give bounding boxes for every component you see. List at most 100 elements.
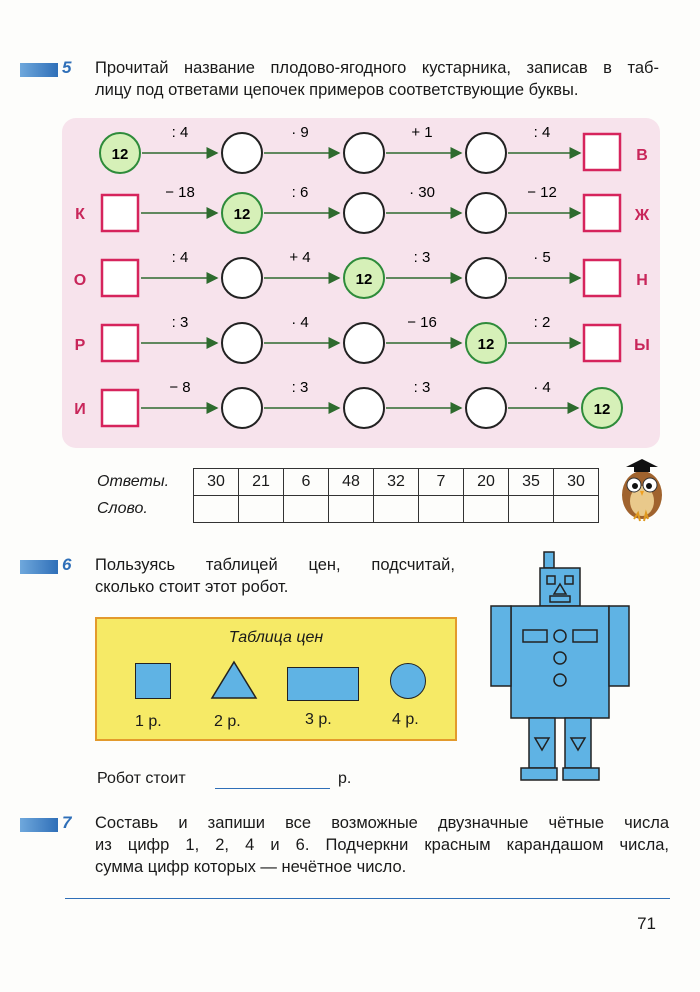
operation-label: − 16: [407, 314, 437, 331]
word-cell[interactable]: [328, 495, 374, 523]
price-label: 1 р.: [135, 713, 162, 730]
table-row: Ответы. 30 21 6 48 32 7 20 35 30: [95, 468, 599, 496]
word-label: Слово.: [97, 500, 148, 517]
answer-circle: [221, 132, 263, 174]
start-circle: [343, 257, 385, 299]
answer-circle: [221, 322, 263, 364]
operation-label: : 4: [534, 124, 551, 141]
page-number: 71: [637, 914, 656, 933]
task-text-line: сколько стоит этот робот.: [95, 578, 289, 596]
answer-circle: [221, 257, 263, 299]
task-number: 7: [62, 813, 72, 832]
answer-cell: 48: [328, 468, 374, 496]
answer-square: [100, 193, 140, 233]
row-letter: О: [74, 272, 86, 289]
answer-square: [100, 323, 140, 363]
task-text-line: из цифр 1, 2, 4 и 6. Подчеркни красным к…: [95, 836, 669, 854]
writing-line[interactable]: [65, 898, 670, 899]
price-label: 3 р.: [305, 711, 332, 728]
start-value: 12: [356, 271, 373, 288]
operation-label: · 9: [291, 124, 309, 141]
answer-cell: 20: [463, 468, 509, 496]
answer-circle: [343, 387, 385, 429]
end-letter: В: [636, 147, 648, 164]
answer-cell: 35: [508, 468, 554, 496]
task-text-line: Прочитай название плодово-ягодного куста…: [95, 59, 659, 77]
start-value: 12: [594, 401, 611, 418]
answer-square: [582, 258, 622, 298]
row-letter: Р: [75, 337, 86, 354]
operation-label: + 1: [411, 124, 432, 141]
word-cell[interactable]: [283, 495, 329, 523]
task-text-line: Пользуясь таблицей цен, подсчитай,: [95, 556, 455, 574]
word-cell[interactable]: [553, 495, 599, 523]
table-row: Слово.: [95, 495, 599, 523]
end-letter: Ы: [634, 337, 650, 354]
operation-label: · 5: [533, 249, 551, 266]
triangle-shape: [210, 660, 258, 699]
answer-circle: [343, 322, 385, 364]
operation-label: − 18: [165, 184, 195, 201]
start-circle: [99, 132, 141, 174]
task-number: 5: [62, 58, 72, 77]
start-circle: [465, 322, 507, 364]
task-marker: [20, 63, 58, 77]
operation-label: : 3: [414, 379, 431, 396]
price-table-title: Таблица цен: [228, 629, 324, 646]
robot-figure: [490, 551, 630, 781]
start-circle: [221, 192, 263, 234]
task-text-line: Составь и запиши все возможные двузначны…: [95, 814, 669, 832]
word-cell[interactable]: [463, 495, 509, 523]
answer-square: [582, 323, 622, 363]
answer-cell: 32: [373, 468, 419, 496]
answer-square: [100, 388, 140, 428]
answer-cell: 30: [193, 468, 239, 496]
answer-circle: [343, 192, 385, 234]
operation-label: : 3: [292, 379, 309, 396]
answers-label: Ответы.: [97, 473, 170, 490]
word-cell[interactable]: [193, 495, 239, 523]
answer-circle: [465, 132, 507, 174]
robot-cost-answer-line[interactable]: [215, 786, 330, 789]
operation-label: : 2: [534, 314, 551, 331]
answer-cell: 7: [418, 468, 464, 496]
start-value: 12: [112, 146, 129, 163]
operation-label: : 4: [172, 249, 189, 266]
chains-diagram: 12 : 4 · 9 + 1 : 4 В К − 18 12 : 6 · 30 …: [74, 124, 650, 429]
task-marker: [20, 560, 58, 574]
task-text-line: сумма цифр которых — нечётное число.: [95, 858, 407, 876]
owl-mascot-icon: [622, 459, 662, 522]
answer-circle: [465, 257, 507, 299]
word-cell[interactable]: [373, 495, 419, 523]
answer-circle: [465, 192, 507, 234]
answer-square: [100, 258, 140, 298]
robot-cost-label: Робот стоит: [97, 770, 186, 787]
answer-cell: 21: [238, 468, 284, 496]
answer-circle: [343, 132, 385, 174]
price-label: 4 р.: [392, 711, 419, 728]
answer-circle: [465, 387, 507, 429]
answer-cell: 30: [553, 468, 599, 496]
circle-shape: [390, 663, 426, 699]
operation-label: : 3: [172, 314, 189, 331]
operation-label: : 3: [414, 249, 431, 266]
row-letter: К: [75, 206, 85, 223]
answer-square: [582, 193, 622, 233]
rectangle-shape: [287, 667, 359, 701]
answers-table: Ответы. 30 21 6 48 32 7 20 35 30 Слово.: [95, 468, 599, 523]
word-cell[interactable]: [418, 495, 464, 523]
operation-label: − 8: [169, 379, 190, 396]
answer-cell: 6: [283, 468, 329, 496]
operation-label: + 4: [289, 249, 310, 266]
word-cell[interactable]: [238, 495, 284, 523]
operation-label: : 6: [292, 184, 309, 201]
answer-circle: [221, 387, 263, 429]
task-marker: [20, 818, 58, 832]
operation-label: − 12: [527, 184, 557, 201]
start-value: 12: [234, 206, 251, 223]
word-cell[interactable]: [508, 495, 554, 523]
task-number: 6: [62, 555, 72, 574]
operation-label: : 4: [172, 124, 189, 141]
operation-label: · 4: [533, 379, 551, 396]
price-table: Таблица цен 1 р. 2 р. 3 р. 4 р.: [95, 617, 457, 741]
